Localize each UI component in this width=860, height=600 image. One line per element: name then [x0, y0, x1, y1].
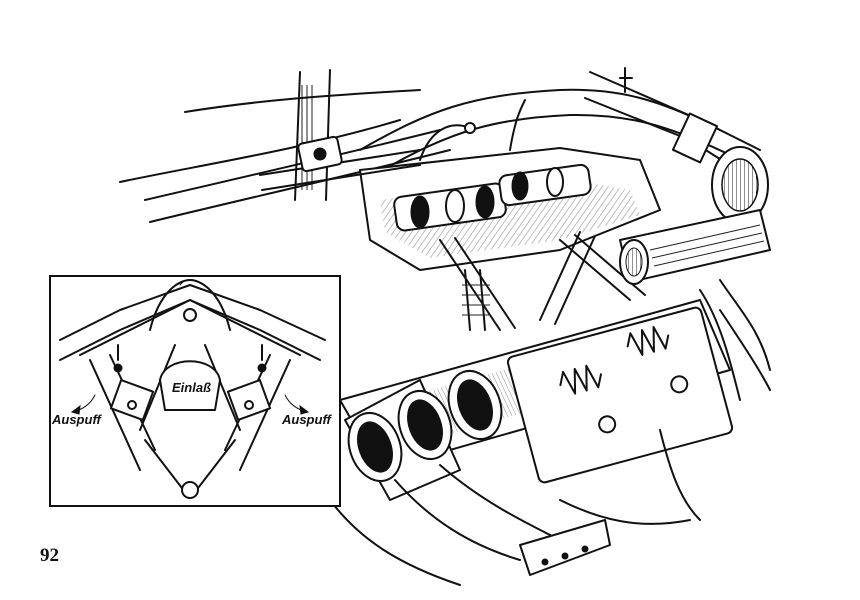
inset-diagram	[49, 275, 341, 507]
throttle-shaft	[259, 135, 421, 191]
upper-right-tube	[584, 67, 769, 224]
label-intake: Einlaß	[172, 380, 211, 395]
valve-train	[439, 231, 646, 331]
crankcase	[329, 499, 691, 586]
cam-housing	[359, 99, 661, 271]
label-exhaust-right: Auspuff	[281, 412, 333, 427]
label-exhaust-left: Auspuff	[51, 412, 103, 427]
side-fittings	[659, 279, 771, 521]
exhaust-pipe	[619, 209, 771, 285]
page-number: 92	[40, 545, 59, 566]
intake-trumpets	[344, 370, 561, 561]
frame-tubes	[119, 69, 731, 223]
